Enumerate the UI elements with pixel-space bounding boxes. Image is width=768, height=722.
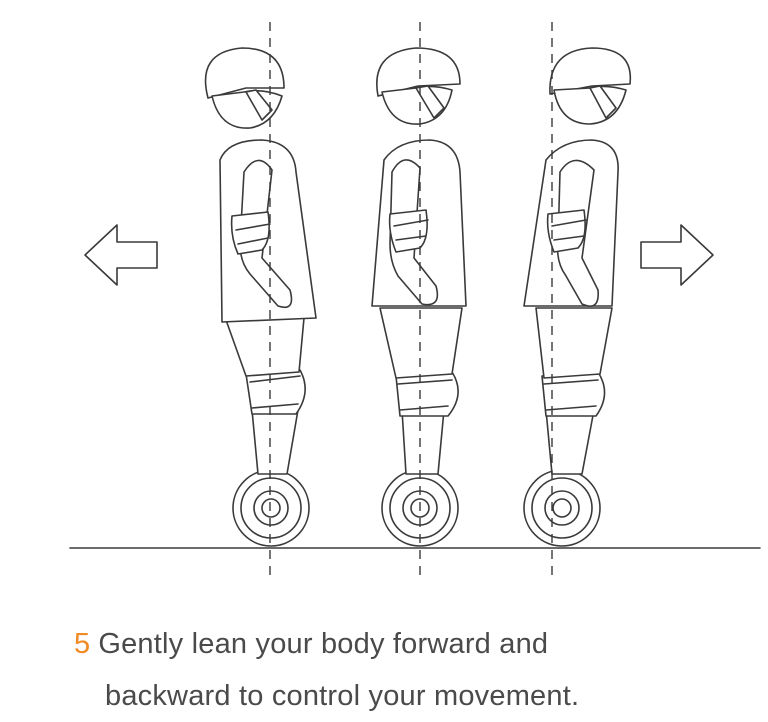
rider-figure-upright	[371, 22, 467, 580]
arrow-left-outline-icon	[84, 224, 158, 286]
step-number: 5	[74, 628, 91, 660]
lean-illustration	[69, 22, 761, 580]
arrow-right-outline-icon	[640, 224, 714, 286]
rider-figure-forward	[523, 22, 632, 580]
instruction-line-1: Gently lean your body forward and	[98, 628, 549, 660]
rider-figure-backward	[204, 22, 317, 580]
instruction-line-2: backward to control your movement.	[105, 680, 580, 712]
